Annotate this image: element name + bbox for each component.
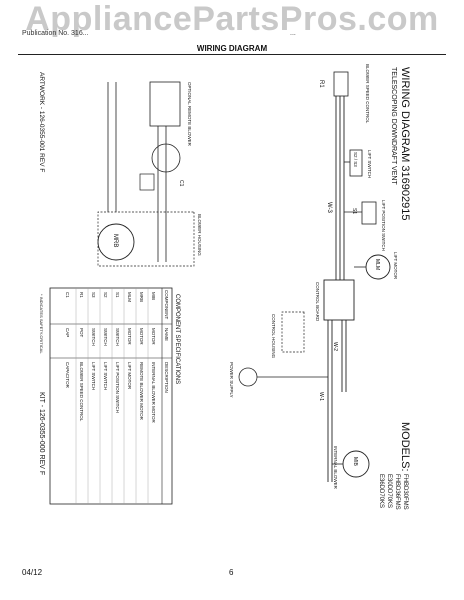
blower-speed-control-label: BLOWER SPEED CONTROL	[365, 64, 370, 124]
model-4: E36DD70KS	[378, 474, 384, 508]
svg-text:MIB: MIB	[151, 292, 156, 300]
blower-housing-label: BLOWER HOUSING	[197, 214, 202, 256]
publication-header: Publication No. 316...	[22, 30, 89, 37]
svg-text:R1: R1	[79, 292, 84, 298]
diagram-subtitle: TELESCOPING DOWNDRAFT VENT	[390, 67, 397, 185]
mib-label: MIB	[352, 457, 358, 467]
lift-switch-label: LIFT SWITCH	[367, 150, 372, 178]
svg-text:LIFT POSITION SWITCH: LIFT POSITION SWITCH	[115, 362, 120, 413]
w1-label: W-1	[318, 392, 324, 401]
page-number: 6	[229, 568, 234, 577]
model-3: E30DD70KS	[386, 474, 392, 508]
svg-text:CAPACITOR: CAPACITOR	[65, 362, 70, 389]
svg-text:MOTOR: MOTOR	[139, 328, 144, 345]
model-2: FHBD36FMS	[394, 474, 400, 510]
spec-row: MLM MOTOR LIFT MOTOR	[123, 288, 132, 504]
svg-text:C1: C1	[65, 292, 70, 298]
control-housing-label: CONTROL HOUSING	[271, 314, 276, 359]
spec-row: S2 SWITCH LIFT SWITCH	[99, 288, 108, 504]
lift-motor-label: LIFT MOTOR	[393, 252, 398, 280]
internal-blower-label: INTERNAL BLOWER	[333, 446, 338, 490]
svg-text:LIFT MOTOR: LIFT MOTOR	[127, 362, 132, 390]
w3-label: W-3	[326, 202, 332, 214]
svg-text:S3: S3	[91, 292, 96, 298]
spec-row: MRB MOTOR REMOTE BLOWER MOTOR	[135, 288, 144, 504]
lift-switch	[349, 149, 363, 177]
spec-title: COMPONENT SPECIFICATIONS	[174, 294, 180, 384]
blower-speed-control	[333, 71, 349, 97]
spec-row: S3 SWITCH LIFT SWITCH	[87, 288, 96, 504]
spec-col-name: NAME	[164, 328, 169, 341]
svg-text:REMOTE BLOWER MOTOR: REMOTE BLOWER MOTOR	[139, 362, 144, 421]
svg-text:LIFT SWITCH: LIFT SWITCH	[91, 362, 96, 390]
svg-text:CAP: CAP	[65, 328, 70, 337]
svg-text:SWITCH: SWITCH	[91, 328, 96, 346]
spec-row: R1 POT BLOWER SPEED CONTROL	[75, 288, 84, 504]
svg-text:POT: POT	[79, 328, 84, 338]
remote-control-box	[149, 81, 181, 127]
kit-number: KIT - 126-0355-000 REV F	[38, 392, 45, 475]
footer-date: 04/12	[22, 568, 43, 577]
spec-col-description: DESCRIPTION	[164, 362, 169, 393]
remote-blower-motor	[97, 223, 135, 261]
power-supply-plug	[238, 367, 258, 387]
power-supply-label: POWER SUPPLY	[229, 362, 234, 398]
w2-label: W-2	[332, 342, 338, 351]
control-board	[323, 279, 355, 321]
header-rule	[18, 54, 446, 55]
svg-text:MLM: MLM	[127, 292, 132, 302]
lift-position-switch	[361, 201, 377, 225]
diagram-title: WIRING DIAGRAM 316902915	[399, 67, 411, 220]
svg-text:SWITCH: SWITCH	[115, 328, 120, 346]
spec-table	[49, 287, 173, 505]
svg-text:BLOWER SPEED CONTROL: BLOWER SPEED CONTROL	[79, 362, 84, 422]
svg-text:MOTOR: MOTOR	[151, 328, 156, 345]
mrb-label: MRB	[112, 234, 118, 247]
watermark: AppliancePartsPros.com	[25, 0, 439, 38]
svg-text:MOTOR: MOTOR	[127, 328, 132, 345]
s2s3-label: S2 / S3	[353, 152, 358, 167]
lift-position-switch-label: LIFT POSITION SWITCH	[381, 200, 386, 251]
spec-row: C1 CAP CAPACITOR	[65, 292, 70, 389]
control-board-label: CONTROL BOARD	[315, 282, 320, 322]
svg-text:SWITCH: SWITCH	[103, 328, 108, 346]
svg-text:S2: S2	[103, 292, 108, 298]
c1-label: C1	[178, 180, 184, 187]
svg-text:INTERNAL BLOWER MOTOR: INTERNAL BLOWER MOTOR	[151, 362, 156, 424]
mlm-label: MLM	[374, 259, 380, 270]
svg-text:S1: S1	[115, 292, 120, 298]
svg-text:LIFT SWITCH: LIFT SWITCH	[103, 362, 108, 390]
s1-label: S1	[351, 208, 357, 214]
r1-label: R1	[318, 80, 324, 88]
svg-text:MRB: MRB	[139, 292, 144, 302]
artwork-number: ARTWORK - 126-0355-001 REV F	[38, 72, 45, 172]
control-housing	[281, 311, 305, 353]
spec-row: MIB MOTOR INTERNAL BLOWER MOTOR	[147, 288, 156, 504]
models-heading: MODELS:	[399, 422, 411, 472]
spec-col-component: COMPONENT	[164, 290, 169, 320]
safety-note: * INDICATES SAFETY-CRITICAL	[39, 294, 44, 354]
page-title: WIRING DIAGRAM	[196, 44, 268, 53]
header-right: ...	[290, 30, 296, 37]
spec-row: S1 SWITCH LIFT POSITION SWITCH	[111, 288, 120, 504]
optional-remote-blower-label: OPTIONAL REMOTE BLOWER	[187, 82, 192, 147]
model-1: FHBD30FMS	[402, 474, 408, 510]
